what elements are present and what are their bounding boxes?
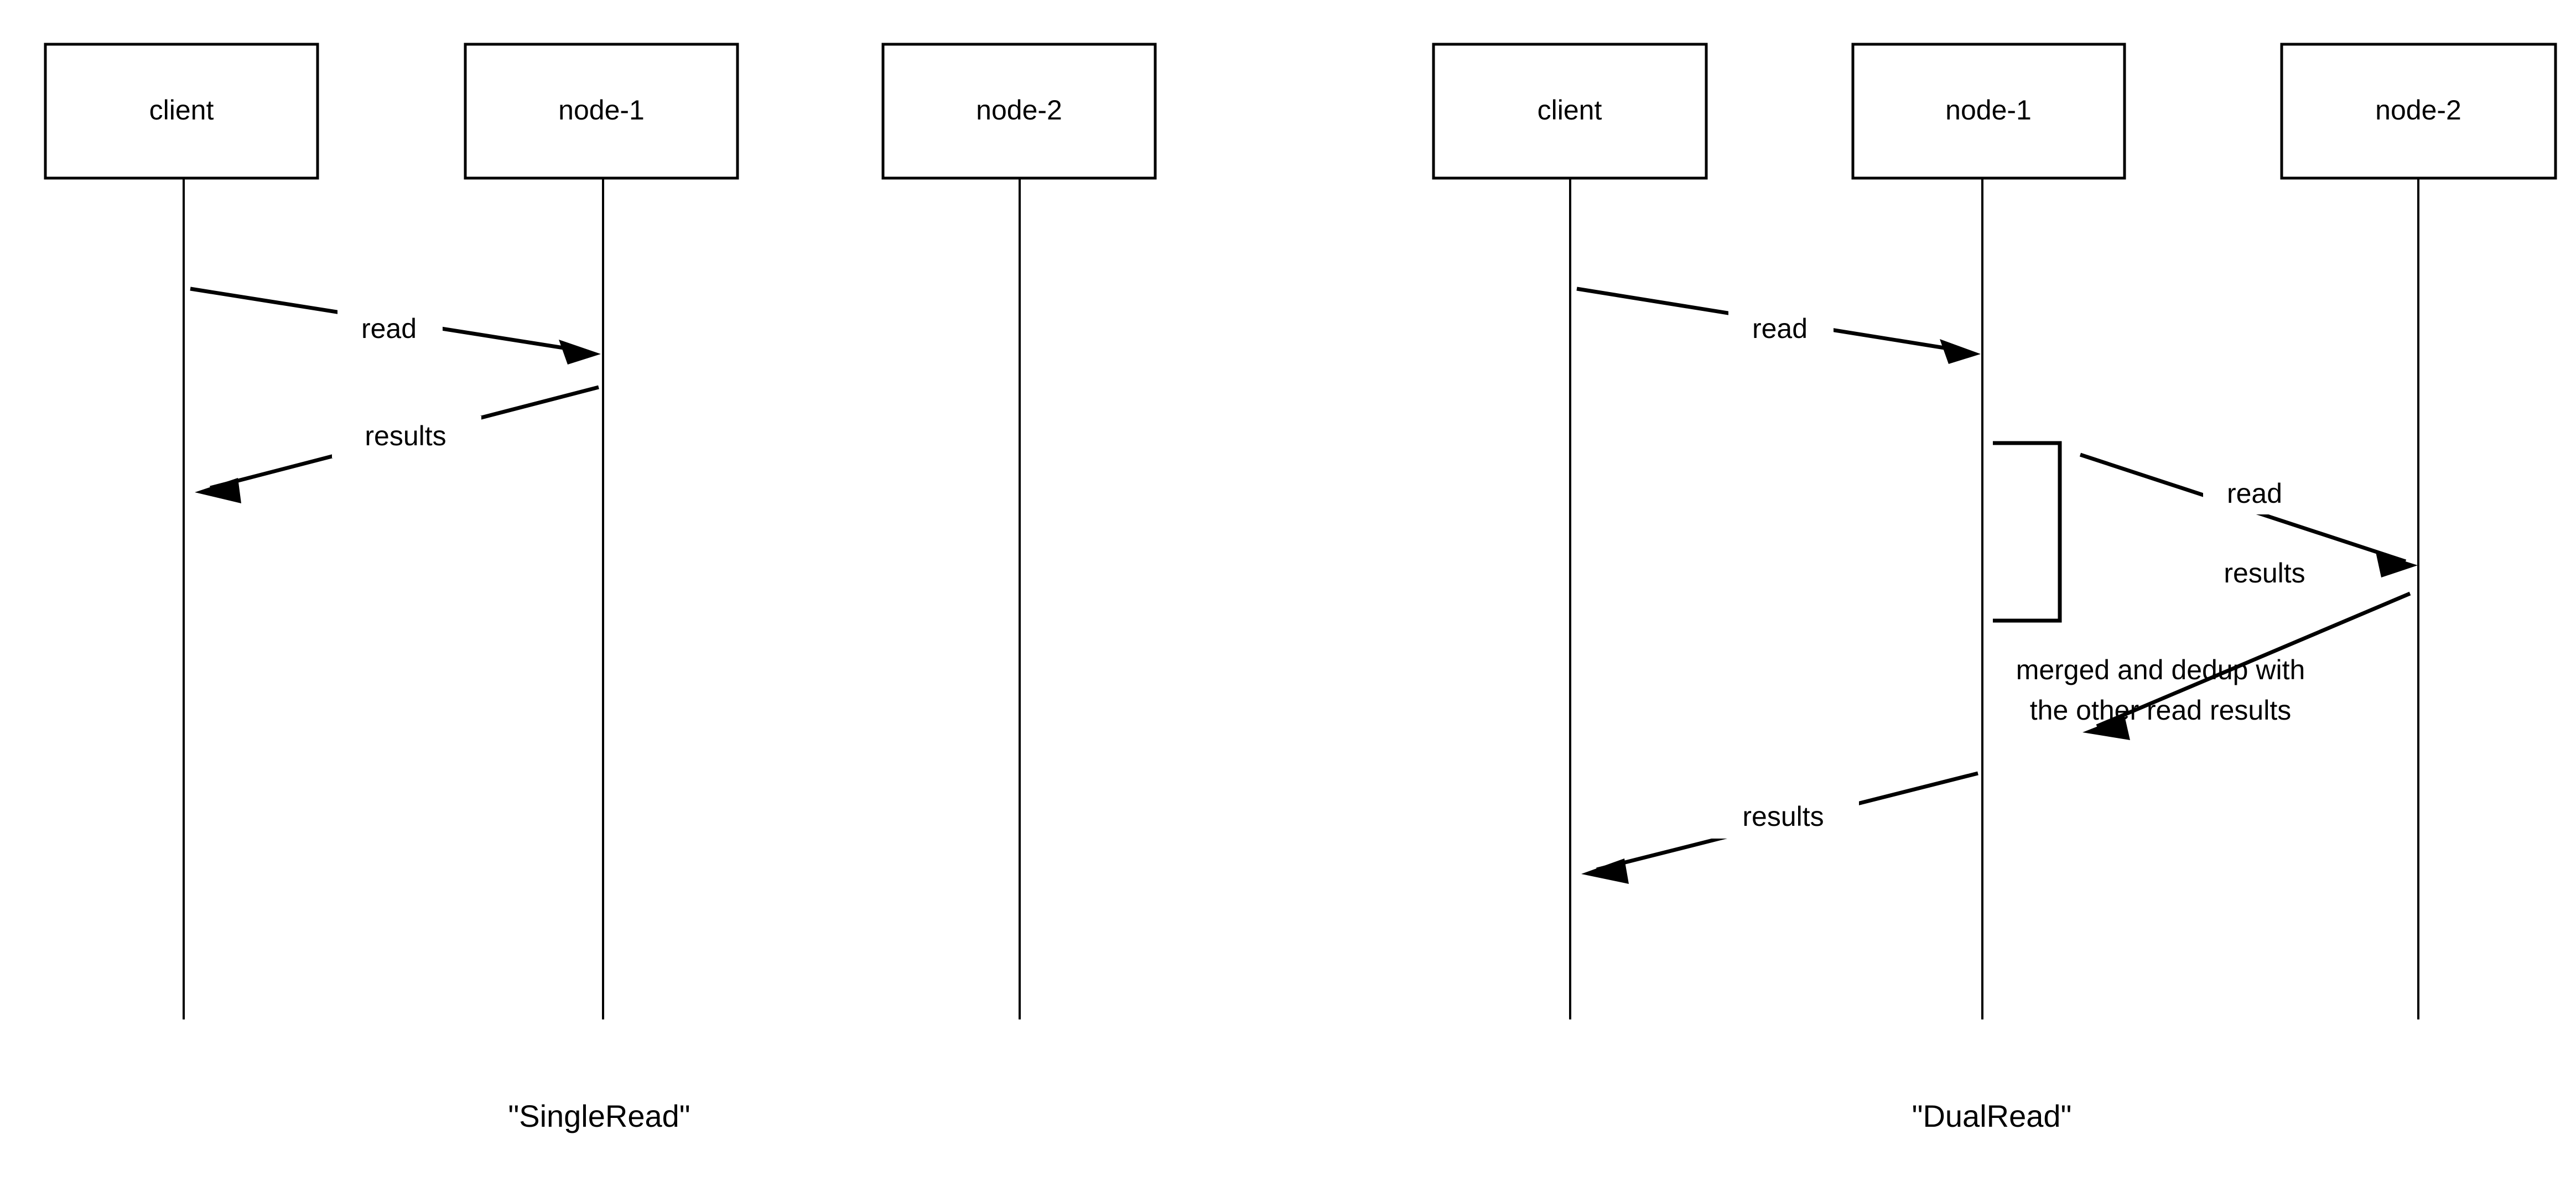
arrow-head-results-2-right bbox=[2082, 716, 2130, 740]
message-label-backdrop-read-1-left bbox=[337, 310, 443, 350]
message-read-client-node1-right: read bbox=[1576, 287, 1981, 364]
message-read-client-node1-left: read bbox=[190, 287, 601, 365]
participant-box-node-1-right bbox=[1851, 43, 2126, 180]
arrow-head-read-1-left bbox=[559, 340, 601, 365]
participant-box-client-left bbox=[44, 43, 319, 180]
note-line-2: the other read results bbox=[2030, 695, 2292, 726]
message-results-node1-client-left: results bbox=[195, 385, 599, 503]
participant-box-node-1-left bbox=[464, 43, 739, 180]
message-label-read-2-right: read bbox=[2227, 478, 2282, 509]
message-label-backdrop-results-3-right bbox=[1710, 797, 1859, 839]
participant-label-client-right: client bbox=[1538, 95, 1602, 126]
participant-label-node-1-left: node-1 bbox=[558, 95, 645, 126]
message-label-backdrop-read-2-right bbox=[2203, 475, 2308, 514]
diagram-caption-single-read: "SingleRead" bbox=[508, 1099, 690, 1133]
arrow-head-read-1-right bbox=[1940, 339, 1981, 364]
message-line-results-2-right bbox=[2096, 591, 2411, 728]
arrow-head-results-1-left bbox=[195, 478, 241, 503]
activation-box-node-1-right bbox=[1993, 441, 2062, 623]
participant-label-node-1-right: node-1 bbox=[1945, 95, 2032, 126]
participant-box-client-right bbox=[1432, 43, 1708, 180]
message-label-backdrop-read-1-right bbox=[1728, 310, 1834, 350]
message-results-node1-client-right: results bbox=[1581, 771, 1978, 884]
message-label-read-1-right: read bbox=[1752, 313, 1808, 344]
participant-box-node-2-right bbox=[2280, 43, 2557, 180]
note-line-1: merged and dedup with bbox=[2016, 654, 2305, 685]
diagram-caption-dual-read: "DualRead" bbox=[1912, 1099, 2072, 1133]
arrow-head-results-3-right bbox=[1581, 858, 1629, 884]
note-merged-dedup: merged and dedup with the other read res… bbox=[2016, 654, 2305, 726]
message-label-backdrop-results-2-right bbox=[2191, 553, 2340, 595]
arrow-head-read-2-right bbox=[2376, 552, 2418, 577]
participant-label-node-2-left: node-2 bbox=[976, 95, 1062, 126]
message-label-results-3-right: results bbox=[1742, 801, 1824, 832]
message-label-read-1-left: read bbox=[361, 313, 417, 344]
participant-label-client-left: client bbox=[149, 95, 214, 126]
message-label-backdrop-results-1-left bbox=[332, 416, 481, 458]
message-results-node2-node1-right: results bbox=[2082, 553, 2411, 740]
message-read-node1-node2-right: read bbox=[2079, 452, 2418, 577]
participant-label-node-2-right: node-2 bbox=[2375, 95, 2461, 126]
message-label-results-1-left: results bbox=[365, 420, 446, 451]
participant-box-node-2-left bbox=[881, 43, 1157, 180]
diagram-dual-read: client node-1 node-2 read read bbox=[1432, 43, 2557, 1133]
message-label-results-2-right: results bbox=[2224, 558, 2305, 589]
diagram-single-read: client node-1 node-2 read results "Singl… bbox=[44, 43, 1157, 1133]
